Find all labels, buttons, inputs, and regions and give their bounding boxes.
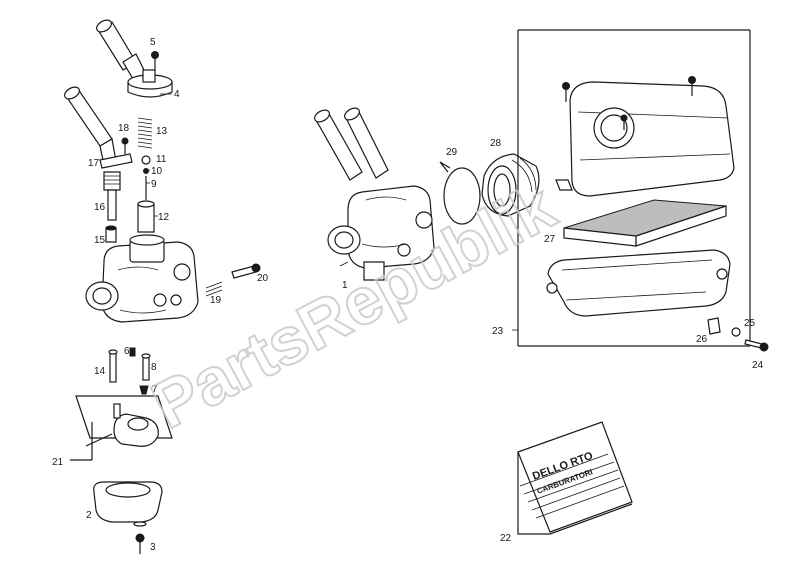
callout-17: 17 [88,158,100,169]
throttle-cable-adjuster-lower [64,86,117,166]
callout-16: 16 [94,202,106,213]
spring-13 [137,117,153,149]
callout-18: 18 [118,123,130,134]
airbox-cover [555,81,735,197]
callout-3: 3 [150,542,156,553]
callout-2: 2 [86,510,92,521]
carb-cover-cap [127,69,173,98]
clamp-29 [439,161,481,225]
airbox-frame-23 [517,29,751,347]
callout-19: 19 [210,295,222,306]
fixing-26-25-24 [707,317,769,352]
carburettor-assembly-1 [314,107,435,281]
throttle-valve-12 [137,200,155,233]
jets-14-6-8 [108,347,151,395]
float-bowl-2 [93,481,163,527]
callout-27: 27 [544,234,556,245]
leader-lines [70,93,518,461]
needle-clip-11-10 [141,155,151,174]
throttle-cable-adjuster-upper [96,19,149,85]
idle-screw-19-20 [205,263,261,297]
choke-15 [105,225,117,243]
callout-10: 10 [151,166,163,177]
callout-7: 7 [152,384,158,395]
callout-28: 28 [490,138,502,149]
callout-numbers: 1 2 3 4 5 6 7 8 9 10 11 12 13 14 15 16 1… [52,37,764,553]
cover-screws [562,76,696,130]
drain-screw-3 [135,533,145,554]
callout-12: 12 [158,212,170,223]
float-kit-21 [70,395,173,461]
callout-14: 14 [94,366,106,377]
clip-18 [121,137,129,154]
carburettor-body [85,234,199,323]
callout-20: 20 [257,273,269,284]
spring-16 [103,171,121,221]
callout-23: 23 [492,326,504,337]
repair-kit-bag-22 [517,421,633,535]
filter-element-27 [563,199,727,247]
callout-1: 1 [342,280,348,291]
callout-11: 11 [156,154,167,165]
screw-5 [151,51,159,70]
callout-13: 13 [156,126,168,137]
callout-21: 21 [52,457,64,468]
bracket-17 [99,153,133,169]
callout-8: 8 [151,362,157,373]
callout-24: 24 [752,360,764,371]
callout-6: 6 [124,346,130,357]
callout-26: 26 [696,334,708,345]
callout-22: 22 [500,533,512,544]
callout-9: 9 [151,179,157,190]
intake-manifold-28 [481,153,540,217]
callout-25: 25 [744,318,756,329]
airbox-base [546,249,731,317]
callout-15: 15 [94,235,106,246]
callout-29: 29 [446,147,458,158]
callout-5: 5 [150,37,156,48]
callout-4: 4 [174,89,180,100]
